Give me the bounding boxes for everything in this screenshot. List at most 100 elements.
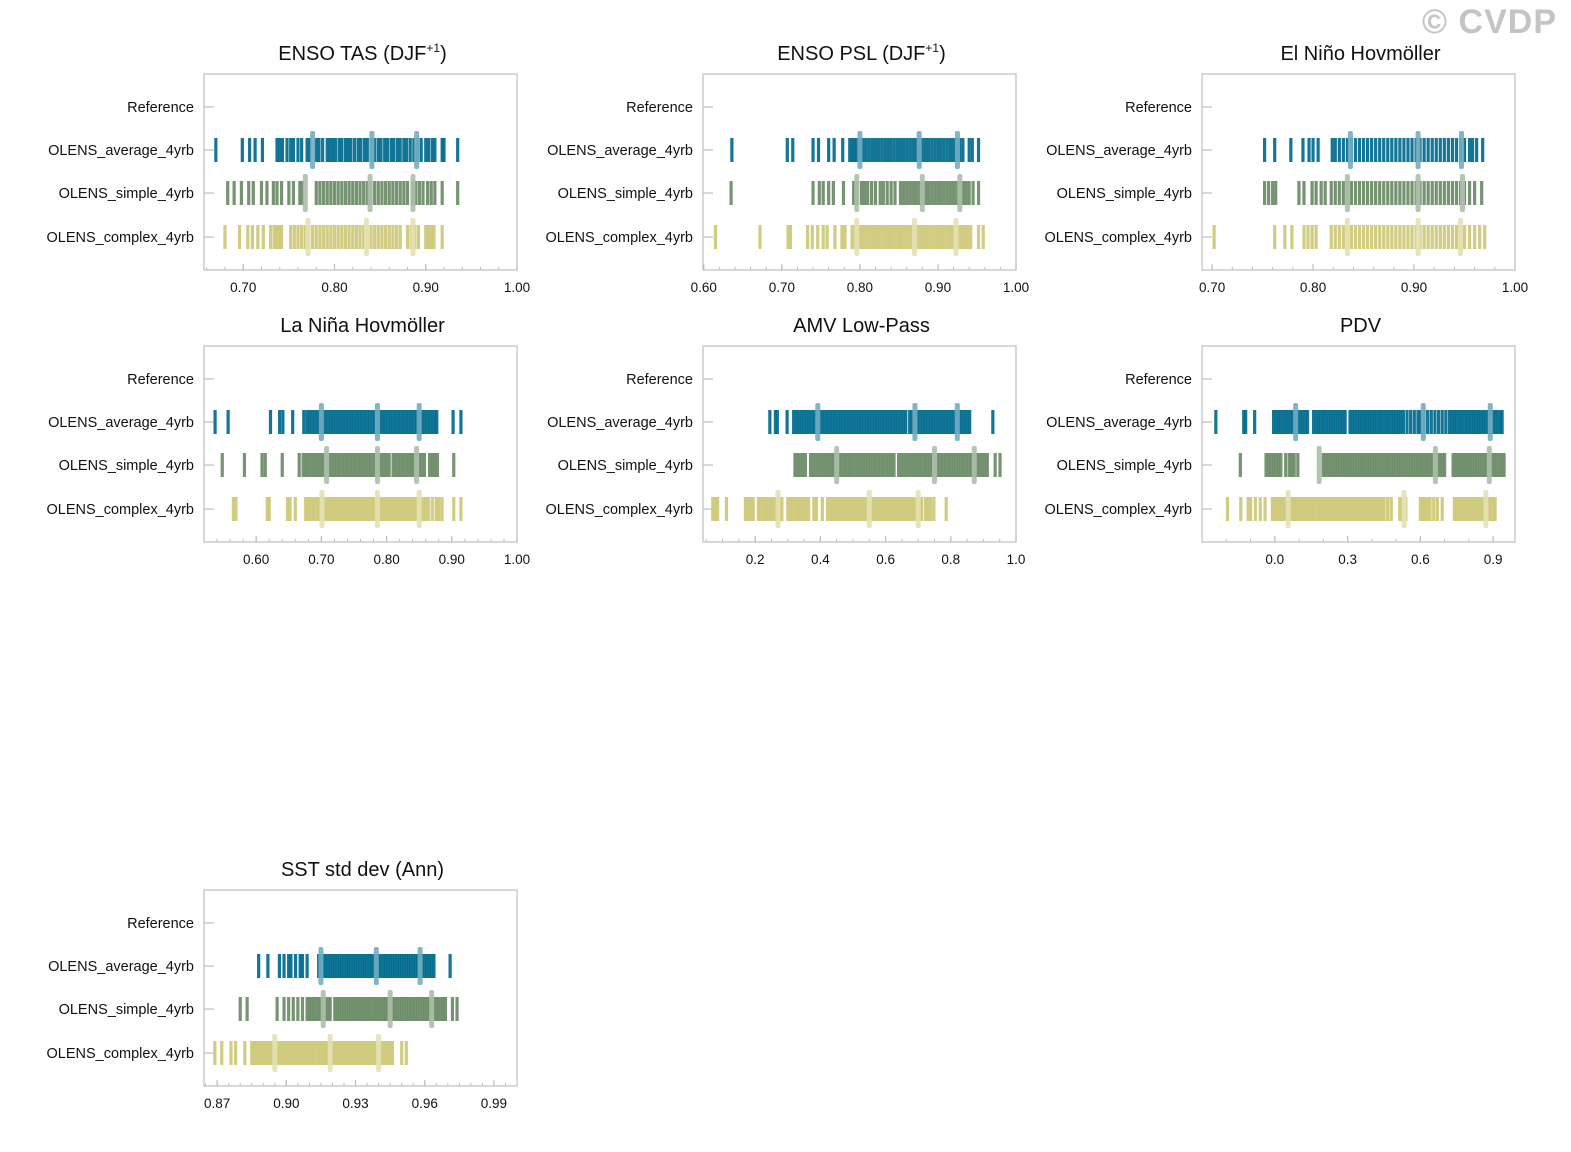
data-bar <box>1331 497 1335 521</box>
data-bar <box>799 410 804 434</box>
data-bar <box>456 181 460 205</box>
data-bar <box>893 181 897 205</box>
data-bar <box>831 410 835 434</box>
data-bar <box>896 410 900 434</box>
data-bar <box>961 181 965 205</box>
data-bar <box>430 410 434 434</box>
data-bar <box>406 954 411 978</box>
data-bar <box>416 997 420 1021</box>
data-bar <box>1248 497 1253 521</box>
data-bar <box>1329 181 1333 205</box>
data-bar <box>271 181 275 205</box>
data-bar <box>861 453 865 477</box>
data-bar <box>801 453 805 477</box>
data-bar <box>265 497 269 521</box>
data-bar <box>930 138 934 162</box>
data-bar <box>333 997 337 1021</box>
data-bar <box>857 410 861 434</box>
data-bar <box>314 181 318 205</box>
data-bar <box>1392 453 1396 477</box>
data-bar <box>325 225 329 249</box>
data-bar <box>1469 410 1473 434</box>
data-bar <box>908 138 912 162</box>
data-bar <box>309 497 313 521</box>
data-bar <box>853 453 857 477</box>
data-bar <box>345 497 350 521</box>
data-bar <box>881 181 885 205</box>
data-bar <box>836 410 840 434</box>
data-bar <box>1458 453 1463 477</box>
data-bar <box>861 138 865 162</box>
data-bar <box>822 453 826 477</box>
data-bar <box>291 138 296 162</box>
data-bar <box>923 138 928 162</box>
data-bar <box>1498 410 1503 434</box>
data-bar <box>1444 410 1448 434</box>
percentile-marker <box>954 131 960 169</box>
data-bar <box>904 410 908 434</box>
data-bar <box>384 453 389 477</box>
data-bar <box>348 497 352 521</box>
data-bar <box>970 138 974 162</box>
data-bar <box>862 225 867 249</box>
data-bar <box>937 225 942 249</box>
data-bar <box>277 1041 282 1065</box>
data-bar <box>944 225 948 249</box>
data-bar <box>1452 410 1456 434</box>
data-bar <box>400 1041 404 1065</box>
data-bar <box>395 497 399 521</box>
data-bar <box>1309 497 1313 521</box>
data-bar <box>300 225 304 249</box>
data-bar <box>1365 453 1369 477</box>
data-bar <box>1358 453 1362 477</box>
x-tick-label: 0.70 <box>1199 280 1225 295</box>
data-bar <box>798 453 802 477</box>
percentile-marker <box>1344 174 1350 212</box>
data-bar <box>1480 181 1484 205</box>
row-label: OLENS_simple_4yrb <box>1057 458 1192 474</box>
data-bar <box>323 1041 328 1065</box>
data-bar <box>351 497 355 521</box>
data-bar <box>898 138 903 162</box>
data-bar <box>883 138 887 162</box>
data-bar <box>893 410 897 434</box>
data-bar <box>1377 497 1381 521</box>
data-bar <box>1341 225 1345 249</box>
data-bar <box>1350 410 1355 434</box>
data-bar <box>301 453 305 477</box>
data-bar <box>1301 138 1305 162</box>
data-bar <box>351 225 355 249</box>
data-bar <box>816 138 821 162</box>
percentile-marker <box>912 218 918 256</box>
data-bar <box>362 410 367 434</box>
data-bar <box>1409 410 1413 434</box>
data-bar <box>332 181 337 205</box>
data-bar <box>832 138 836 162</box>
data-bar <box>1273 138 1277 162</box>
data-bar <box>1479 497 1483 521</box>
data-bar <box>381 954 385 978</box>
data-bar <box>1382 181 1386 205</box>
data-bar <box>1396 453 1401 477</box>
data-bar <box>420 410 424 434</box>
data-bar <box>1276 453 1281 477</box>
data-bar <box>422 453 427 477</box>
data-bar <box>373 225 377 249</box>
data-bar <box>307 997 312 1021</box>
data-bar <box>425 410 429 434</box>
data-bar <box>1493 410 1498 434</box>
data-bar <box>1319 497 1323 521</box>
data-bar <box>1341 138 1345 162</box>
data-bar <box>928 225 932 249</box>
data-bar <box>384 497 389 521</box>
data-bar <box>1341 453 1345 477</box>
data-bar <box>459 497 463 521</box>
data-bar <box>1214 410 1218 434</box>
data-bar <box>409 954 413 978</box>
data-bar <box>729 181 733 205</box>
data-bar <box>942 138 946 162</box>
data-bar <box>1319 410 1323 434</box>
data-bar <box>1316 497 1321 521</box>
data-bar <box>394 410 398 434</box>
data-bar <box>1349 225 1354 249</box>
